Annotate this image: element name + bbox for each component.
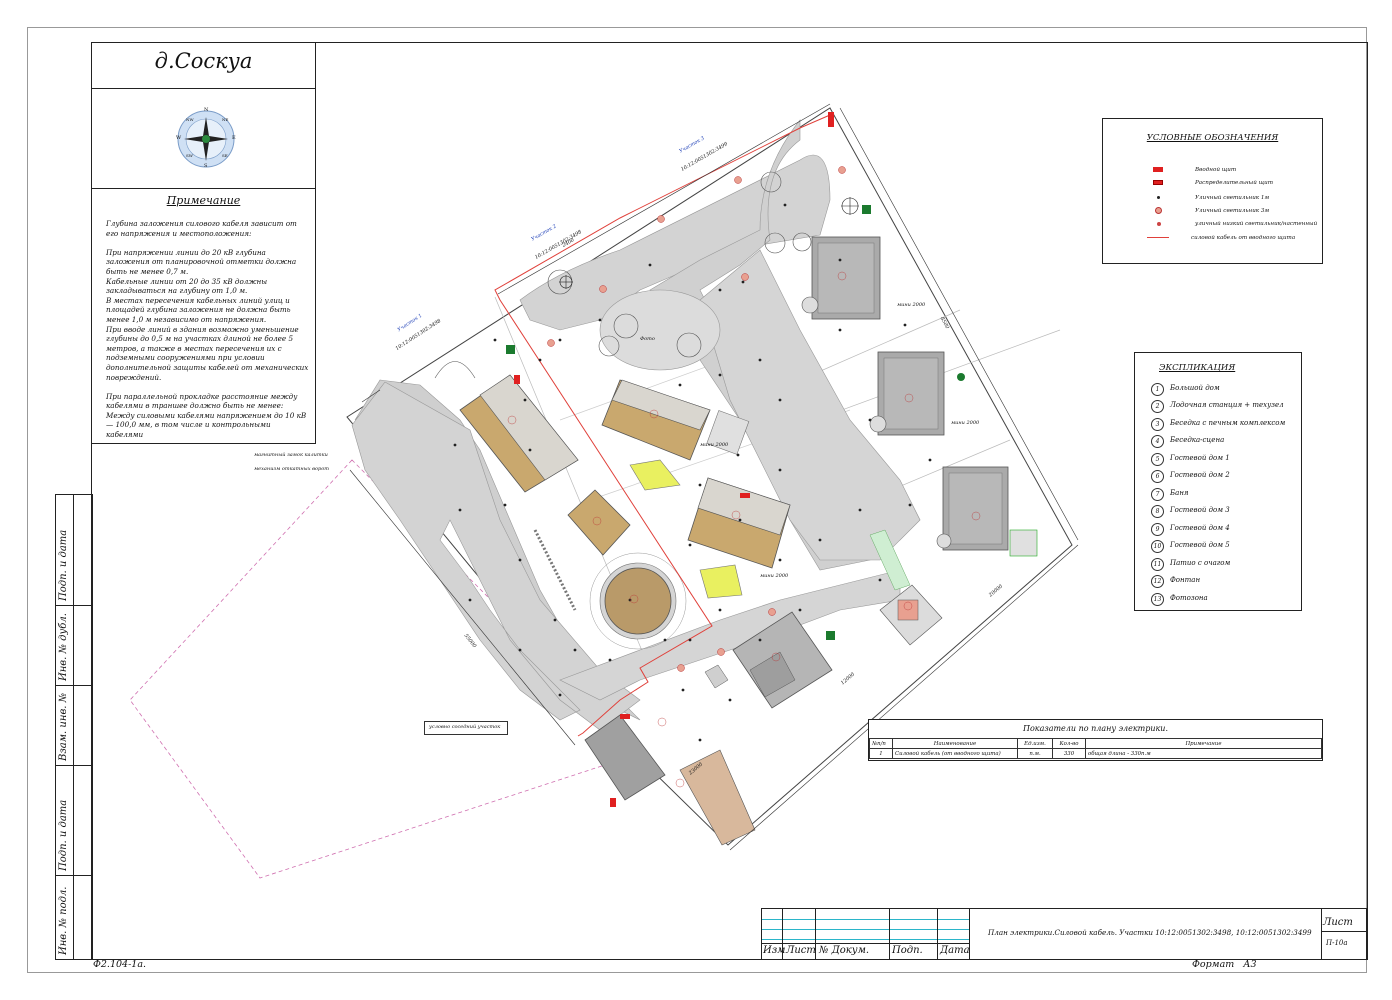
building-7	[732, 611, 833, 709]
stamp-col-podp: Подп.	[892, 945, 923, 956]
side-label-podp-date-1: Подп. и дата	[58, 799, 69, 871]
table-row: 1 Силовой кабель (от вводного щита) п.м.…	[869, 748, 1322, 759]
gate-lock-label: магнитный замок калитки	[254, 452, 328, 458]
compass-w: W	[176, 135, 182, 141]
title-block: Изм Лист № Докум. Подп. Дата План электр…	[761, 908, 1367, 960]
indicators-heading: Показатели по плану электрики.	[1023, 724, 1168, 733]
power-cable	[494, 114, 831, 737]
building-3	[601, 379, 711, 461]
boat-pier	[679, 749, 756, 846]
compass-box: N S E W NW NE SW SE	[91, 88, 316, 190]
building-4	[567, 489, 631, 556]
compass-ne: NE	[222, 117, 229, 122]
side-strip: Инв. № подл. Подп. и дата Взам. инв. № И…	[55, 494, 93, 960]
stamp-col-doc: № Докум.	[819, 945, 870, 956]
form-code: Ф2.104-1а.	[93, 959, 147, 970]
document-title: План электрики.Силовой кабель. Участки 1…	[988, 928, 1312, 937]
mini-label-2: мини 2000	[760, 573, 789, 579]
note-box: Примечание Глубина заложения силового ка…	[91, 188, 316, 444]
compass-sw: SW	[186, 153, 193, 158]
left-road	[351, 381, 641, 731]
sheet-number: П-10а	[1326, 939, 1348, 947]
street-lamp-3m-icon	[1155, 207, 1162, 214]
note-heading: Примечание	[166, 194, 241, 207]
compass-rose-icon	[177, 110, 235, 168]
street-lamp-wall-icon	[1157, 222, 1161, 226]
mini-label-4: мини 2000	[951, 420, 980, 426]
fire-pit-patio	[629, 459, 681, 491]
village-title: д.Соскуа	[154, 49, 253, 73]
neighbor-label: условно соседний участок	[429, 724, 501, 730]
building-8	[811, 236, 881, 320]
side-label-inv-dubl: Инв. № дубл.	[58, 613, 69, 681]
legend-heading: УСЛОВНЫЕ ОБОЗНАЧЕНИЯ	[1146, 133, 1279, 143]
stamp-col-date: Дата	[940, 945, 970, 956]
compass-s: S	[204, 163, 208, 169]
stamp-col-list: Лист	[786, 945, 816, 956]
title-box: д.Соскуа	[91, 42, 316, 90]
building-1	[459, 374, 579, 493]
fountain-patio	[699, 564, 743, 599]
building-5	[687, 477, 791, 569]
indicators-table: №п/п Наименование Ед.изм. Кол-во Примеча…	[869, 738, 1322, 759]
side-label-podp-date-2: Подп. и дата	[58, 529, 69, 601]
building-2	[584, 714, 666, 801]
stamp-col-izm: Изм	[763, 945, 786, 956]
note-body: Глубина заложения силового кабеля зависи…	[106, 219, 309, 440]
input-panel-icon	[1153, 167, 1163, 172]
mini-label-1: мини 2000	[700, 442, 729, 448]
sheet-border	[27, 27, 1367, 973]
neighbor-plot-outline	[129, 459, 621, 879]
photo-label: Фото	[640, 336, 655, 342]
distribution-panel-icon	[1153, 180, 1163, 185]
gate-mechanism-label: механизм откатных ворот	[254, 466, 329, 472]
side-label-vzam-inv: Взам. инв. №	[58, 692, 69, 761]
mini-label-3: мини 2000	[897, 302, 926, 308]
street-lamp-1m-icon	[1157, 196, 1160, 199]
paper-format: Формат А3	[1192, 959, 1257, 970]
neighbor-label-box: условно соседний участок	[424, 721, 508, 735]
power-cable-icon	[1147, 237, 1169, 238]
legend-box: УСЛОВНЫЕ ОБОЗНАЧЕНИЯ Вводной щит Распред…	[1102, 118, 1323, 264]
side-label-inv-podl: Инв. № подл.	[58, 886, 69, 955]
compass-nw: NW	[186, 117, 194, 122]
indicators-box: Показатели по плану электрики. №п/п Наим…	[868, 719, 1323, 761]
building-9	[877, 351, 945, 436]
building-10	[942, 466, 1038, 557]
sheet-label: Лист	[1323, 917, 1353, 928]
compass-n: N	[204, 107, 209, 113]
explication-heading: ЭКСПЛИКАЦИЯ	[1159, 363, 1236, 373]
drawing-frame	[91, 42, 1368, 960]
right-road	[699, 249, 921, 561]
compass-e: E	[232, 135, 236, 141]
table-header-row: №п/п Наименование Ед.изм. Кол-во Примеча…	[869, 738, 1322, 749]
compass-se: SE	[222, 153, 228, 158]
